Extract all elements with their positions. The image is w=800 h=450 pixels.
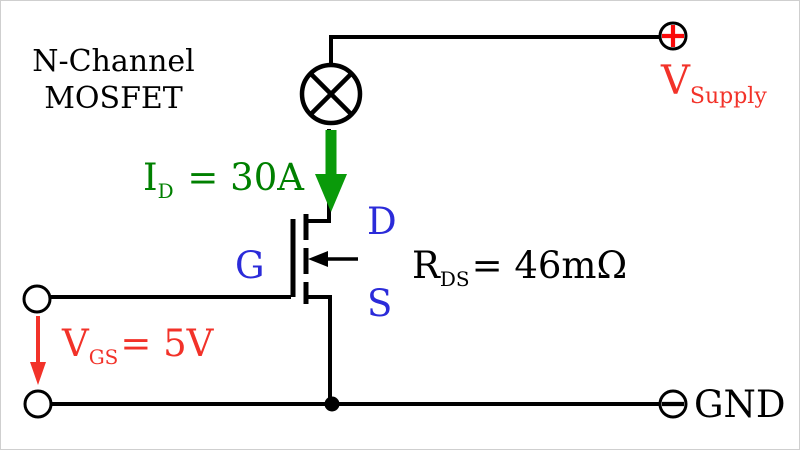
on-resistance-label: RDS= 46mΩ <box>412 247 627 289</box>
junction-dot <box>324 396 340 412</box>
ground-terminal <box>658 389 688 419</box>
on-resistance-symbol: R <box>412 244 440 287</box>
diagram-title: N-Channel MOSFET <box>21 43 206 117</box>
lamp-cross-line-2 <box>308 71 354 117</box>
drain-current-symbol: I <box>143 156 158 199</box>
ground-label: GND <box>694 383 786 426</box>
gate-source-voltage-value: = 5V <box>120 322 214 365</box>
gate-input-terminal <box>22 284 52 314</box>
vgs-arrow <box>30 316 46 385</box>
source-wire <box>306 295 332 404</box>
drain-terminal-label: D <box>367 200 397 243</box>
supply-voltage-symbol: V <box>661 58 690 104</box>
on-resistance-subscript: DS <box>439 266 470 291</box>
drain-current-subscript: D <box>157 178 174 203</box>
gate-source-voltage-label: VGS= 5V <box>62 325 213 367</box>
vgs-arrow-head <box>30 362 46 385</box>
source-terminal-label: S <box>367 282 393 325</box>
supply-wire <box>329 35 659 65</box>
supply-terminal <box>658 21 688 51</box>
diagram-title-line1: N-Channel <box>32 44 195 79</box>
diagram-title-line2: MOSFET <box>44 81 183 116</box>
mosfet-symbol <box>51 214 358 404</box>
drain-current-label: ID = 30A <box>143 159 304 201</box>
lamp-symbol <box>299 62 363 126</box>
drain-current-value: = 30A <box>175 156 304 199</box>
gate-terminal-label: G <box>235 244 265 287</box>
supply-voltage-subscript: Supply <box>689 84 767 110</box>
supply-voltage-label: VSupply <box>661 61 767 108</box>
drain-current-arrow <box>315 130 347 212</box>
source-input-terminal <box>23 389 53 419</box>
plus-icon <box>662 25 684 47</box>
on-resistance-value: = 46mΩ <box>471 244 628 287</box>
gate-source-voltage-symbol: V <box>62 322 89 365</box>
gate-source-voltage-subscript: GS <box>88 344 119 369</box>
body-arrow-head <box>308 251 328 267</box>
